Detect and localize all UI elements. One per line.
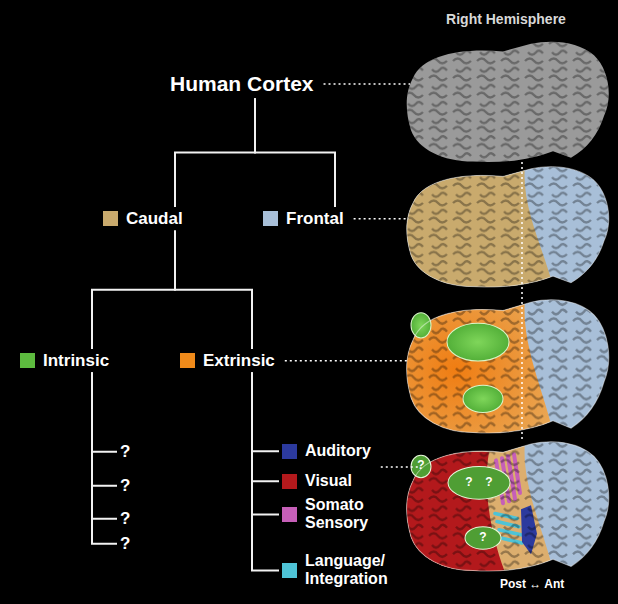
hemisphere-outline — [407, 442, 609, 571]
gyri-texture — [407, 442, 609, 571]
intrinsic-extrinsic-map — [403, 298, 609, 440]
color-swatch — [282, 507, 297, 522]
node-label: ? — [120, 476, 130, 496]
intrinsic-region — [463, 385, 503, 412]
tree-node: ? — [120, 442, 130, 462]
sensory-systems-map — [403, 440, 609, 578]
node-label: Somato Sensory — [305, 496, 405, 533]
unknown-network-mark: ? — [465, 476, 472, 489]
node-label: ? — [120, 534, 130, 554]
node-label: Caudal — [126, 209, 183, 229]
cortex-map — [407, 42, 609, 162]
color-swatch — [282, 444, 297, 459]
node-label: Frontal — [286, 209, 344, 229]
frontal-region — [407, 442, 609, 571]
hemisphere-outline — [407, 42, 609, 162]
tree-node: ? — [120, 534, 130, 554]
tree-node: Language/ Integration — [282, 552, 417, 589]
node-label: Extrinsic — [203, 351, 275, 371]
color-swatch — [263, 211, 278, 226]
node-label: Intrinsic — [43, 351, 109, 371]
gyri-texture — [407, 167, 609, 287]
leader-line — [521, 162, 523, 440]
color-swatch — [282, 474, 297, 489]
node-label: Language/ Integration — [305, 552, 417, 589]
tree-connector — [255, 98, 335, 207]
tree-connector — [252, 373, 279, 571]
tree-connector — [92, 373, 117, 519]
intrinsic-region — [447, 323, 509, 361]
unknown-network-mark: ? — [485, 476, 492, 489]
tree-node: Visual — [282, 472, 352, 490]
tree-node: Caudal — [103, 209, 183, 229]
leader-line — [324, 83, 410, 85]
tree-node: Intrinsic — [20, 351, 109, 371]
tree-node: ? — [120, 476, 130, 496]
tree-connector — [92, 373, 117, 544]
tree-node: Human Cortex — [170, 72, 314, 96]
node-label: Visual — [305, 472, 352, 490]
tree-connector — [252, 373, 279, 515]
node-label: Human Cortex — [170, 72, 314, 96]
leader-line — [381, 466, 418, 468]
frontal-region — [407, 167, 609, 287]
unknown-network-mark: ? — [479, 531, 486, 544]
tree-node: ? — [120, 509, 130, 529]
tree-node: Frontal — [263, 209, 344, 229]
tree-connector — [92, 373, 117, 486]
intrinsic-region — [465, 527, 501, 549]
figure-label: Right Hemisphere — [446, 12, 566, 27]
unknown-network-mark: ? — [417, 459, 424, 472]
leader-line — [354, 218, 409, 220]
leader-line — [285, 360, 409, 362]
tree-connector — [252, 373, 279, 482]
node-label: Auditory — [305, 442, 371, 460]
tree-connector — [92, 373, 117, 452]
frontal-region — [407, 300, 609, 433]
caudal-frontal-map — [403, 165, 609, 293]
color-swatch — [103, 211, 118, 226]
intrinsic-region — [448, 467, 510, 500]
color-swatch — [282, 563, 297, 578]
hemisphere-outline — [407, 167, 609, 287]
tree-node: Auditory — [282, 442, 371, 460]
color-swatch — [20, 353, 35, 368]
gyri-texture — [407, 42, 609, 162]
intrinsic-region — [411, 313, 431, 338]
color-swatch — [180, 353, 195, 368]
tree-connector — [175, 231, 252, 349]
tree-connector — [175, 98, 255, 207]
node-label: ? — [120, 442, 130, 462]
hemisphere-outline — [407, 300, 609, 433]
node-label: ? — [120, 509, 130, 529]
tree-node: Somato Sensory — [282, 496, 405, 533]
tree-node: Extrinsic — [180, 351, 275, 371]
intrinsic-region — [411, 455, 431, 477]
gyri-texture — [407, 300, 609, 433]
axis-label: Post ↔ Ant — [500, 578, 564, 591]
tree-connector — [252, 373, 279, 452]
tree-connector — [92, 231, 175, 349]
